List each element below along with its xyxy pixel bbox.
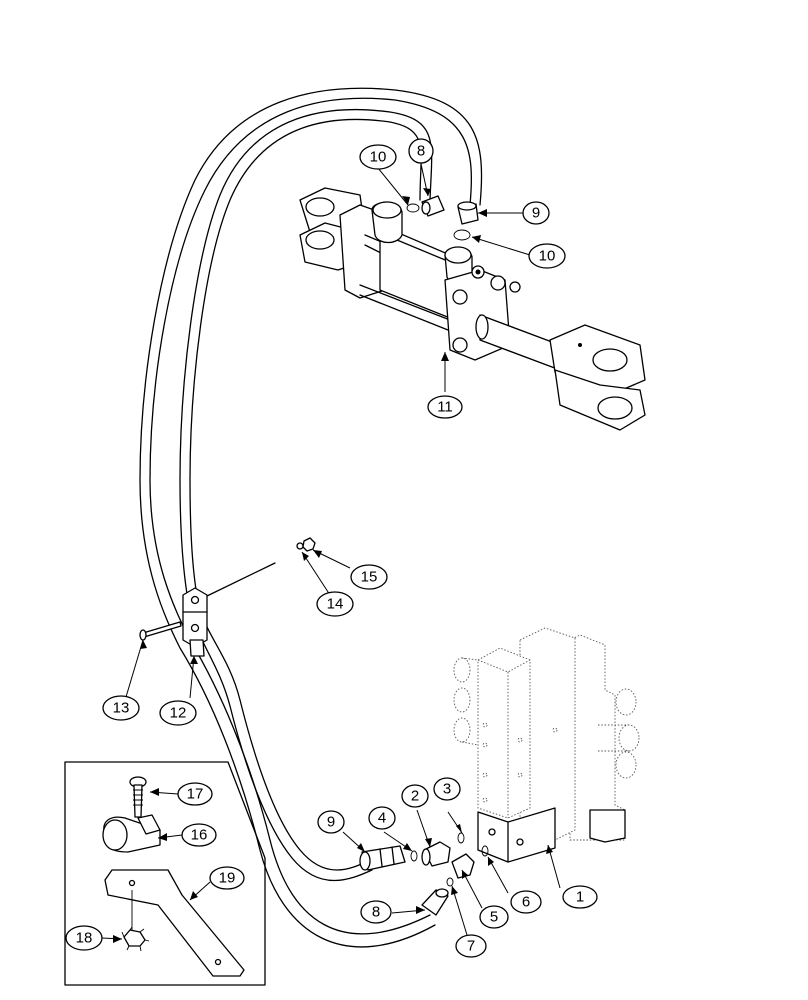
callout-10-upper: 10 (359, 144, 397, 170)
callout-label: 1 (576, 889, 584, 906)
callout-label: 6 (522, 894, 530, 911)
callout-label: 18 (76, 930, 93, 947)
leader-arrowheads (113, 188, 553, 943)
callout-7: 7 (455, 934, 487, 958)
callout-10-right: 10 (528, 243, 566, 269)
callout-label: 19 (219, 870, 236, 887)
callout-12: 12 (159, 700, 197, 726)
callout-label: 14 (327, 596, 344, 613)
hydraulic-hoses (139, 87, 483, 948)
callout-label: 13 (113, 700, 130, 717)
callout-label: 3 (443, 781, 451, 798)
callout-label: 7 (467, 938, 475, 955)
callout-9-lower: 9 (317, 810, 345, 834)
callout-label: 10 (539, 248, 556, 265)
callout-label: 9 (532, 205, 540, 222)
valve-fittings (359, 832, 489, 916)
hose-clamp (139, 537, 316, 657)
callout-16: 16 (181, 823, 217, 847)
callout-1: 1 (562, 885, 598, 909)
callout-label: 8 (372, 904, 380, 921)
callout-label: 16 (191, 827, 208, 844)
callout-label: 12 (170, 705, 187, 722)
callout-label: 5 (490, 909, 498, 926)
hydraulic-cylinder (299, 187, 646, 431)
callout-label: 9 (327, 814, 335, 831)
control-valve (453, 627, 640, 863)
callout-14: 14 (316, 591, 354, 617)
callout-label: 4 (378, 810, 386, 827)
callout-19: 19 (209, 866, 245, 890)
detail-inset (64, 761, 266, 986)
callout-11: 11 (427, 395, 463, 419)
callout-5: 5 (479, 905, 509, 929)
callout-label: 10 (370, 149, 387, 166)
callout-8-lower: 8 (360, 900, 392, 924)
callout-6: 6 (510, 890, 542, 914)
callout-label: 17 (187, 786, 204, 803)
cylinder-fittings (406, 195, 479, 241)
callout-13: 13 (102, 695, 140, 721)
callout-8-upper: 8 (408, 138, 434, 164)
callout-label: 2 (411, 788, 419, 805)
callout-label: 11 (437, 399, 453, 416)
callout-18: 18 (65, 925, 103, 951)
callout-label: 15 (361, 569, 378, 586)
callout-9-upper: 9 (522, 201, 550, 225)
callout-3: 3 (433, 777, 461, 801)
callout-4: 4 (368, 806, 396, 830)
callout-label: 8 (417, 143, 425, 160)
callout-17: 17 (177, 782, 213, 806)
callout-2: 2 (401, 784, 429, 808)
callout-15: 15 (350, 564, 388, 590)
